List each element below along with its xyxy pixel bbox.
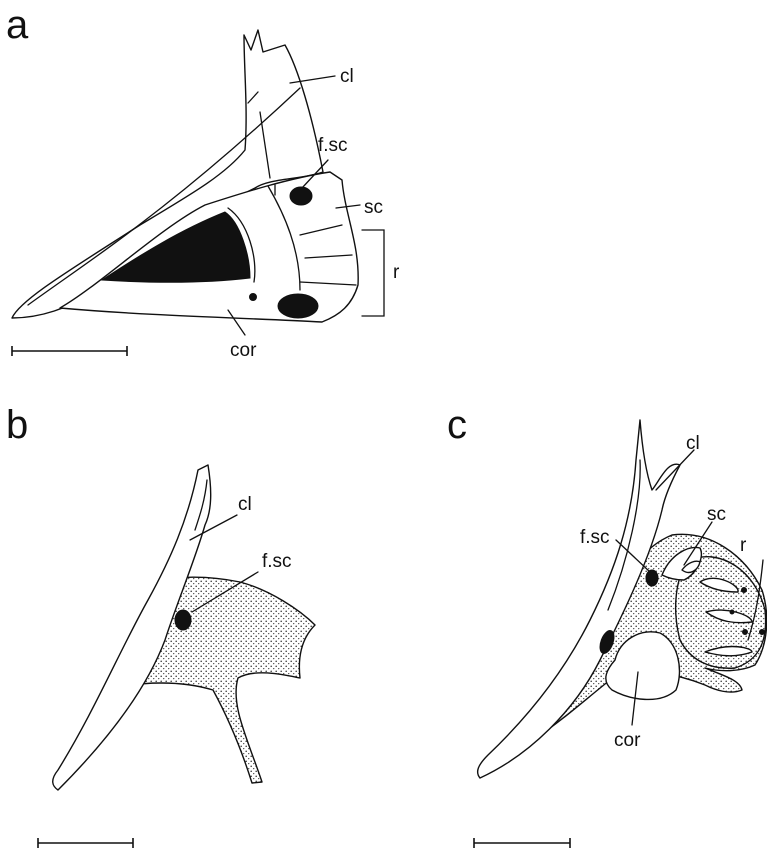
panel-a-label-cor: cor bbox=[230, 340, 257, 361]
panel-a-foramen-lower bbox=[278, 294, 318, 318]
panel-a: a cl f.sc sc r cor bbox=[6, 3, 400, 361]
panel-b-foramen-scapular bbox=[175, 610, 191, 630]
panel-a-foramen-small bbox=[250, 294, 257, 301]
panel-c-label-sc: sc bbox=[707, 504, 726, 525]
panel-c-label-cor: cor bbox=[614, 730, 641, 751]
panel-a-foramen-scapular bbox=[290, 187, 312, 205]
panel-a-label-cl: cl bbox=[340, 66, 354, 87]
panel-a-letter: a bbox=[6, 3, 29, 47]
panel-c-label-cl: cl bbox=[686, 433, 700, 454]
panel-b-letter: b bbox=[6, 403, 28, 447]
panel-a-label-r: r bbox=[393, 262, 400, 283]
panel-c-foramen-scapular bbox=[646, 570, 658, 586]
panel-a-ribs-bracket bbox=[362, 230, 384, 316]
panel-c: c cl sc f.sc r cor bbox=[447, 403, 767, 848]
panel-c-label-r: r bbox=[740, 535, 747, 556]
panel-b: b cl f.sc bbox=[6, 403, 315, 848]
panel-c-letter: c bbox=[447, 403, 467, 447]
panel-c-label-fsc: f.sc bbox=[580, 527, 610, 548]
panel-b-label-cl: cl bbox=[238, 494, 252, 515]
panel-a-label-fsc: f.sc bbox=[318, 135, 348, 156]
panel-a-label-sc: sc bbox=[364, 197, 383, 218]
panel-b-label-fsc: f.sc bbox=[262, 551, 292, 572]
